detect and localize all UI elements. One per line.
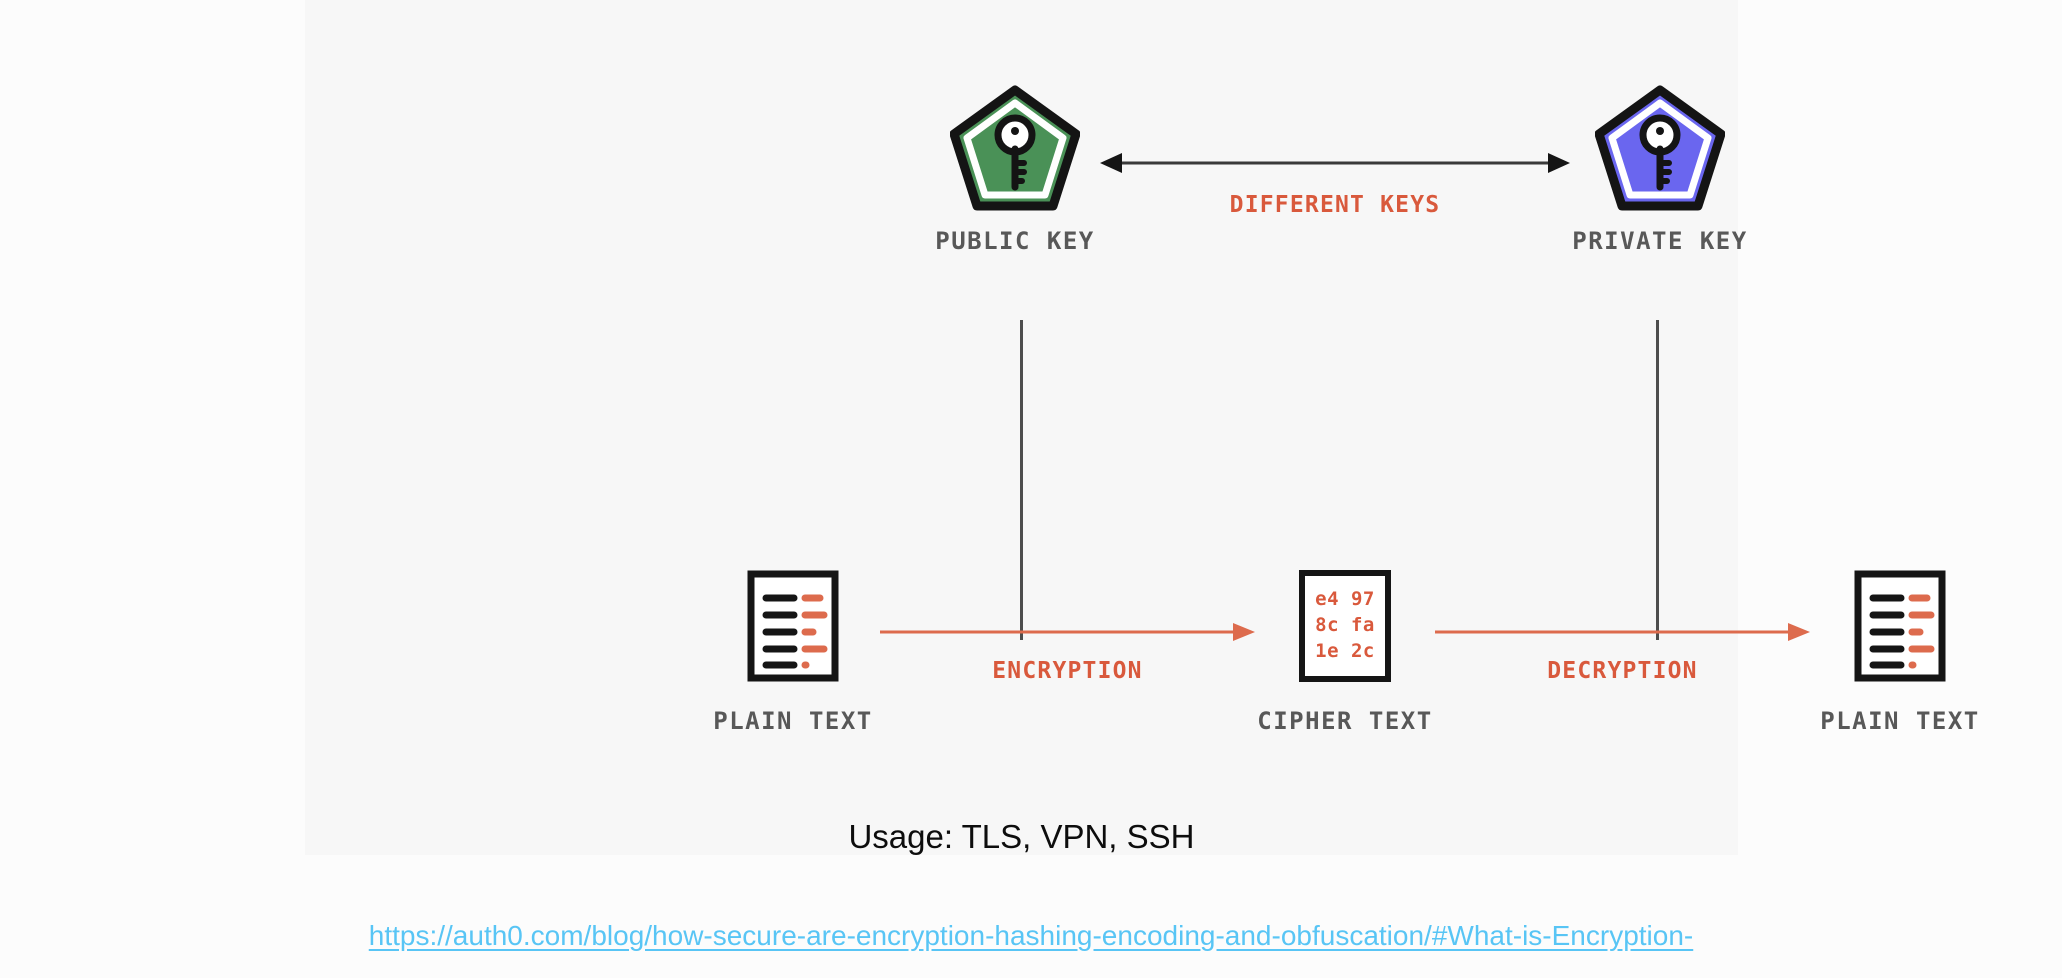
usage-caption: Usage: TLS, VPN, SSH (848, 818, 1195, 855)
plain-text-target-label: PLAIN TEXT (1820, 707, 1980, 735)
encryption-arrow-icon (880, 623, 1255, 641)
plain-text-source-label: PLAIN TEXT (713, 707, 873, 735)
document-icon (747, 570, 839, 682)
decryption-label: DECRYPTION (1547, 658, 1698, 684)
decryption-arrow-icon (1435, 623, 1810, 641)
different-keys-label: DIFFERENT KEYS (1229, 192, 1441, 218)
plain-text-source-node: PLAIN TEXT (683, 570, 903, 735)
source-url-link[interactable]: https://auth0.com/blog/how-secure-are-en… (368, 920, 1694, 951)
cipher-line-2: 8c fa (1315, 614, 1375, 637)
public-key-connector-line (1020, 320, 1023, 640)
private-key-node: PRIVATE KEY (1560, 85, 1760, 255)
cipher-text-node: e4 97 8c fa 1e 2c CIPHER TEXT (1235, 570, 1455, 735)
cipher-line-3: 1e 2c (1315, 639, 1375, 662)
decryption-process: DECRYPTION (1435, 620, 1810, 700)
double-arrow-icon (1100, 150, 1570, 176)
cipher-text-label: CIPHER TEXT (1257, 707, 1433, 735)
encryption-label: ENCRYPTION (992, 658, 1143, 684)
public-key-label: PUBLIC KEY (935, 227, 1095, 255)
private-key-connector-line (1656, 320, 1659, 640)
diagram-panel: PUBLIC KEY PRIVATE KEY DIFFERENT KEY (305, 0, 1978, 855)
encryption-process: ENCRYPTION (880, 620, 1255, 700)
public-key-node: PUBLIC KEY (915, 85, 1115, 255)
key-badge-icon-public (950, 85, 1080, 213)
plain-text-target-node: PLAIN TEXT (1790, 570, 2010, 735)
private-key-label: PRIVATE KEY (1572, 227, 1748, 255)
key-badge-icon-private (1595, 85, 1725, 213)
document-icon (1854, 570, 1946, 682)
cipher-line-1: e4 97 (1315, 588, 1375, 611)
cipher-box-icon: e4 97 8c fa 1e 2c (1299, 570, 1391, 682)
